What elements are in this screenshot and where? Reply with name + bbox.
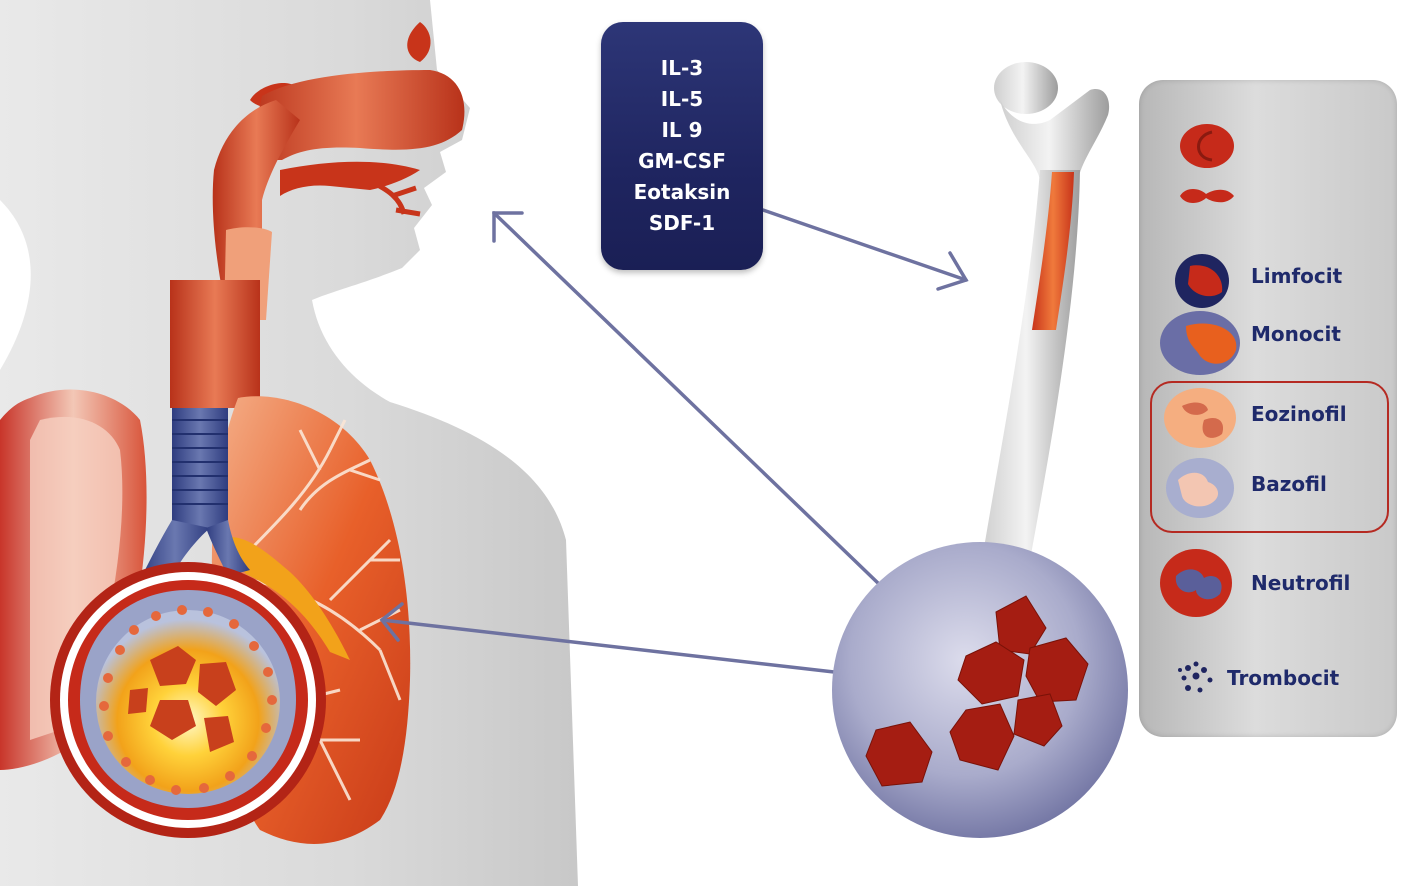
femur-bone — [982, 62, 1109, 560]
cytokine-box: IL-3 IL-5 IL 9 GM-CSF Eotaksin SDF-1 — [601, 22, 763, 270]
legend-label-trombocit: Trombocit — [1227, 666, 1339, 690]
cytokine-label: IL 9 — [661, 115, 702, 146]
legend-label-eozinofil: Eozinofil — [1251, 402, 1347, 426]
cytokine-label: GM-CSF — [638, 146, 726, 177]
legend-label-monocit: Monocit — [1251, 322, 1341, 346]
bronchus-zoom — [50, 562, 326, 838]
cytokine-label: SDF-1 — [649, 208, 715, 239]
cytokine-label: Eotaksin — [634, 177, 731, 208]
cytokine-label: IL-5 — [661, 84, 703, 115]
cytokine-label: IL-3 — [661, 53, 703, 84]
arrow-cytokines-to-bone — [763, 210, 966, 280]
marrow-zoom — [832, 542, 1128, 838]
legend-label-bazofil: Bazofil — [1251, 472, 1327, 496]
legend-label-neutrofil: Neutrofil — [1251, 571, 1350, 595]
legend-label-limfocit: Limfocit — [1251, 264, 1342, 288]
